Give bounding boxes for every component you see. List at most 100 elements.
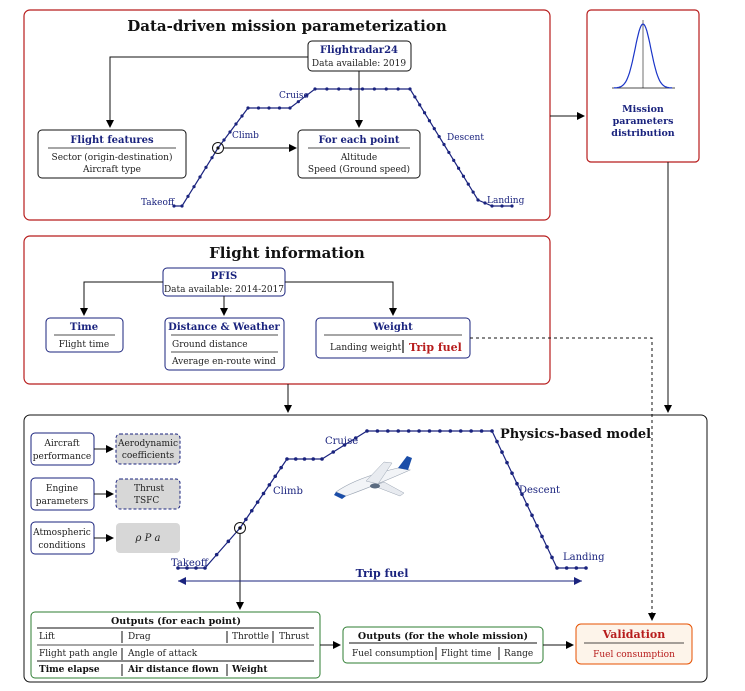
distance-weather-line1: Ground distance [172,340,248,350]
top-profile-point [384,87,388,91]
tsfc-label: TSFC [134,496,159,506]
bottom-profile-point [448,429,453,433]
top-profile-point [180,204,184,208]
bottom-profile-point [244,517,248,522]
atmospheric-values-box [116,523,180,553]
for-each-point-line1: Altitude [340,153,377,163]
bottom-climb-marker-dot [238,526,242,530]
mission-fuel: Fuel consumption [352,649,434,659]
bottom-profile-point [267,483,272,487]
bottom-profile-point [510,471,514,475]
bottom-profile-point [293,457,298,461]
flightradar-sub: Data available: 2019 [312,59,406,69]
panel-bottom-frame [23,414,708,683]
out-throttle: Throttle [232,632,269,642]
top-profile-path [174,88,512,207]
top-profile-point [256,106,261,110]
out-thrust: Thrust [279,632,310,642]
airplane-illustration [334,456,412,499]
top-profile-point [246,106,250,110]
bottom-label-cruise: Cruise [325,436,358,447]
thrust-label: Thrust [134,484,165,494]
bottom-profile-point [226,539,231,544]
top-profile-point [210,156,214,160]
top-profile-point [186,194,190,198]
top-profile-point [349,87,353,91]
top-flight-profile [172,87,514,208]
bottom-profile-point [479,429,484,433]
trip-fuel-label: Trip fuel [356,567,409,580]
tripfuel-to-validation-dashed [470,337,656,621]
bottom-profile-point [194,566,198,570]
bottom-profile-point [386,429,390,433]
bottom-profile-point [214,552,219,557]
top-profile-point [490,204,494,208]
top-profile-point [413,95,417,99]
aircraft-performance-l1: Aircraft [43,439,80,449]
bottom-profile-point [505,460,509,465]
bottom-profile-point [261,491,266,496]
bottom-climb-marker [234,522,246,534]
top-profile-point [204,165,208,169]
top-profile-point [418,103,422,107]
distribution-line1: Mission [622,104,664,115]
bottom-profile-point [515,481,519,486]
bottom-profile-point [417,429,421,433]
atmospheric-values: ρ P a [135,533,161,544]
bottom-profile-point [185,566,189,570]
top-profile-point [360,87,365,91]
bottom-profile-point [520,492,524,497]
bottom-profile-point [285,457,289,461]
aerodynamic-coefficients-l1: Aerodynamic [117,439,178,449]
weight-title: Weight [372,322,413,333]
panel-mid-title: Flight information [209,244,365,262]
bottom-profile-point [495,439,499,444]
bottom-profile-point [406,429,411,433]
top-label-landing: Landing [487,196,525,206]
bottom-profile-point [500,450,504,454]
atmospheric-conditions-l2: conditions [38,541,86,551]
distance-weather-line2: Average en-route wind [171,357,276,367]
bottom-profile-point [584,566,588,570]
bottom-profile-point [458,429,463,433]
top-profile-point [337,87,341,91]
bottom-profile-point [490,429,494,433]
aerodynamic-coefficients-l2: coefficients [122,451,175,461]
top-profile-point [408,87,412,91]
bottom-profile-point [545,545,549,549]
bottom-profile-point [427,429,432,433]
bottom-profile-point [535,524,539,528]
outputs-each-point-title: Outputs (for each point) [111,616,241,627]
bottom-profile-point [255,500,260,504]
bottom-profile-point [249,508,254,513]
panel-mid-frame [23,235,551,385]
atmospheric-conditions-l1: Atmospheric [32,528,91,538]
distribution-line3: distribution [611,128,674,139]
top-profile-point [510,204,514,208]
bottom-profile-point [273,474,278,479]
engine-parameters-l2: parameters [36,497,89,507]
aircraft-performance-l2: performance [33,452,92,462]
bottom-profile-point [203,566,207,570]
out-drag: Drag [128,632,151,642]
top-profile-point [296,100,300,104]
out-lift: Lift [39,632,55,642]
top-profile-point [313,87,317,91]
top-profile-point [305,93,309,97]
bottom-label-climb: Climb [273,486,303,497]
top-profile-point [437,134,441,139]
top-climb-marker [212,142,224,154]
top-profile-point [228,130,232,134]
mission-range: Range [504,649,533,659]
bottom-profile-point [342,443,347,447]
top-label-climb: Climb [232,131,259,141]
top-profile-point [500,204,504,208]
bottom-profile-point [438,429,442,433]
trip-fuel-span-right-head [574,577,582,585]
flight-features-line2: Aircraft type [82,165,141,175]
top-profile-point [172,204,176,208]
flight-features-title: Flight features [70,135,154,146]
top-profile-point [267,106,271,110]
gaussian-curve [614,23,672,89]
